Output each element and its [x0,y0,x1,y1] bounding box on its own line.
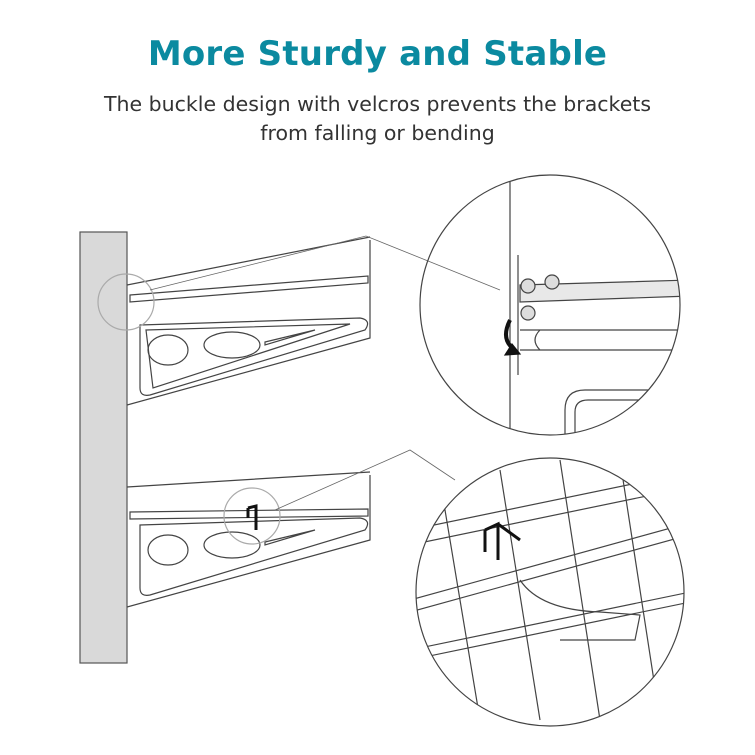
subtitle-line-2: from falling or bending [260,121,495,145]
zoom-detail-top [419,174,681,436]
zoom-detail-bottom [415,457,685,727]
wall [79,231,128,664]
heading: More Sturdy and Stable [147,34,608,74]
detail-marker-bottom [223,487,281,545]
bottom-bracket [126,471,371,608]
detail-marker-top [97,273,155,331]
subtitle: The buckle design with velcros prevents … [0,90,755,148]
subtitle-line-1: The buckle design with velcros prevents … [103,92,652,116]
top-bracket [126,236,371,406]
